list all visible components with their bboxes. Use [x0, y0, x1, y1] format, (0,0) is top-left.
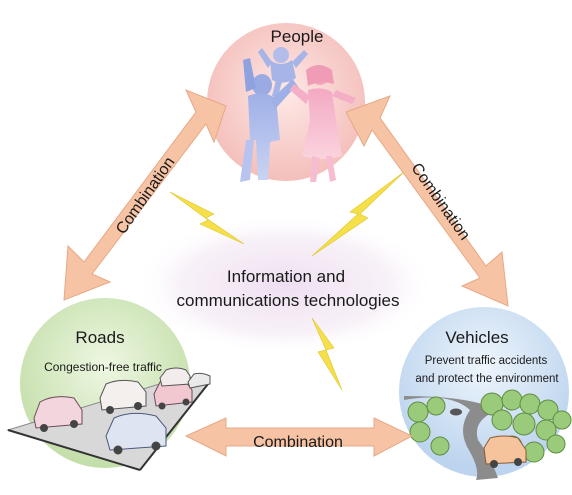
vehicles-title: Vehicles: [445, 328, 508, 347]
bottom-combination-arrow: Combination: [184, 417, 414, 457]
people-circle: [207, 23, 365, 181]
left-combination-label: Combination: [113, 154, 178, 237]
roads-node: Roads Congestion-free traffic: [6, 298, 211, 471]
vehicles-subtitle-line1: Prevent traffic accidents: [425, 355, 548, 367]
roads-title: Roads: [75, 328, 124, 347]
people-title: People: [271, 27, 324, 46]
vehicles-illustration: [404, 389, 572, 480]
lightning-bolts: [169, 171, 405, 391]
vehicles-subtitle-line2: and protect the environment: [415, 373, 559, 385]
people-node: People: [207, 23, 365, 182]
lightning-bottom-icon: [311, 317, 343, 391]
family-illustration: [240, 47, 356, 182]
bottom-combination-label: Combination: [253, 434, 343, 451]
right-combination-label: Combination: [407, 160, 472, 243]
center-glow: [135, 215, 435, 355]
center-title-line2: communications technologies: [176, 291, 399, 310]
lightning-left-icon: [169, 191, 245, 245]
center-title-line1: Information and: [227, 267, 345, 286]
road-cars: [33, 367, 211, 455]
lightning-right-icon: [311, 171, 405, 257]
roads-subtitle: Congestion-free traffic: [44, 360, 162, 374]
vehicles-node: Vehicles Prevent traffic accidents and p…: [399, 307, 572, 480]
